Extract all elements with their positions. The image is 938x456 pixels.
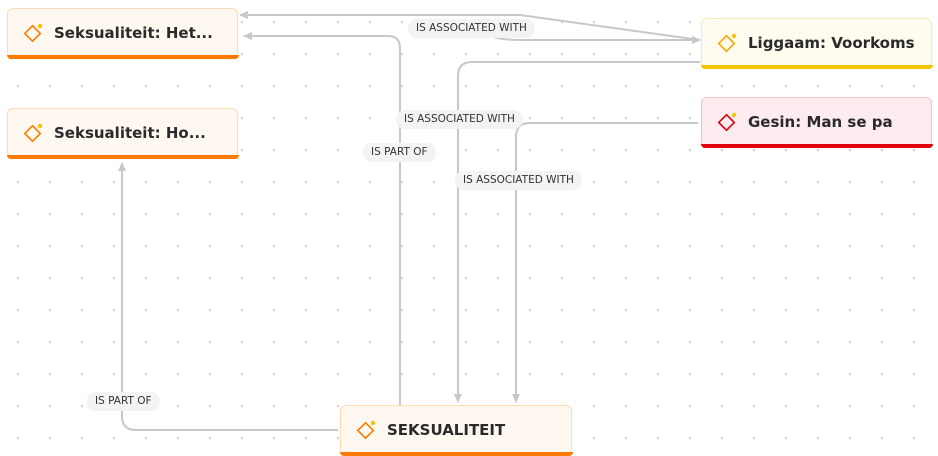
node-gesin-man-se-pa[interactable]: Gesin: Man se pa (700, 97, 933, 148)
node-label: Seksualiteit: Het... (54, 24, 213, 42)
edge-gesin-to-seksualiteit[interactable] (512, 122, 698, 403)
edge-label-part-of-lower[interactable]: IS PART OF (87, 392, 160, 411)
edge-seksualiteit-to-seks-het[interactable] (243, 32, 401, 405)
edge-seksualiteit-to-seks-ho[interactable] (118, 162, 338, 431)
diamond-tag-icon (356, 420, 376, 440)
edge-label-part-of-upper[interactable]: IS PART OF (363, 143, 436, 162)
node-seksualiteit-ho[interactable]: Seksualiteit: Ho... (6, 108, 239, 159)
node-label: Gesin: Man se pa (748, 113, 893, 131)
node-label: Liggaam: Voorkoms (748, 34, 915, 52)
diamond-tag-icon (717, 112, 737, 132)
edge-liggaam-to-seks-het[interactable] (239, 11, 701, 41)
edge-liggaam-to-seksualiteit[interactable] (454, 61, 700, 403)
node-liggaam-voorkoms[interactable]: Liggaam: Voorkoms (700, 18, 933, 69)
edge-label-associated-top[interactable]: IS ASSOCIATED WITH (408, 19, 535, 38)
node-label: Seksualiteit: Ho... (54, 124, 206, 142)
edge-label-associated-middle[interactable]: IS ASSOCIATED WITH (396, 110, 523, 129)
node-seksualiteit-het[interactable]: Seksualiteit: Het... (6, 8, 239, 59)
diamond-tag-icon (23, 23, 43, 43)
node-label: SEKSUALITEIT (387, 421, 506, 439)
diamond-tag-icon (23, 123, 43, 143)
diamond-tag-icon (717, 33, 737, 53)
edge-label-associated-lower[interactable]: IS ASSOCIATED WITH (455, 171, 582, 190)
node-seksualiteit-main[interactable]: SEKSUALITEIT (339, 405, 573, 456)
